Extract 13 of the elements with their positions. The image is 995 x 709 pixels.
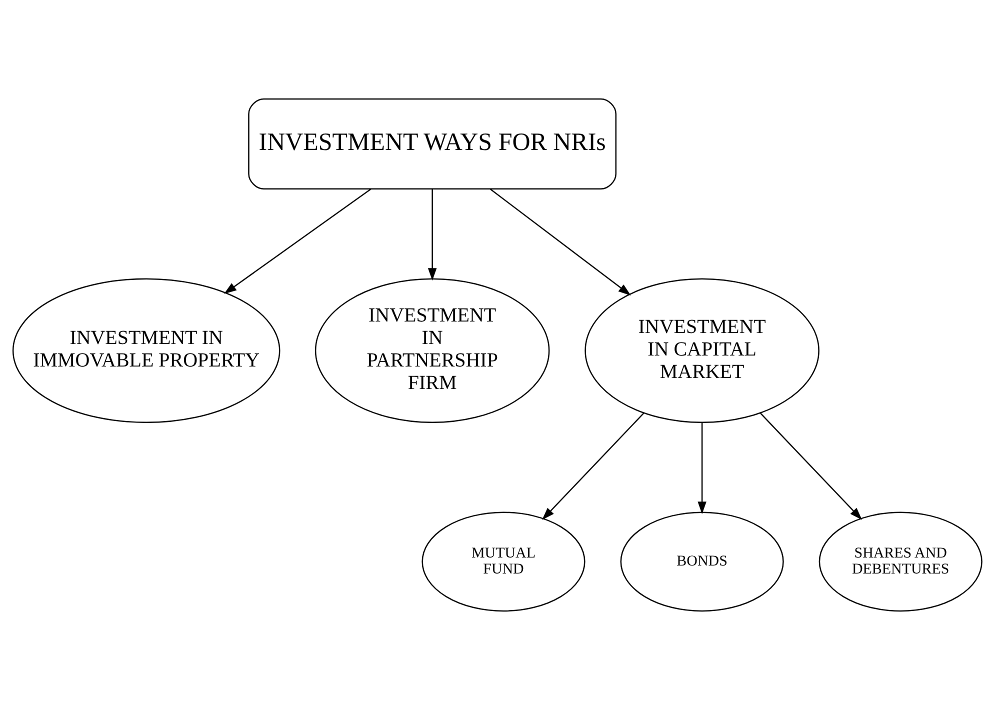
node-ellipse: MUTUAL FUND: [422, 511, 586, 612]
arrow: [698, 422, 706, 514]
arrow: [542, 412, 644, 520]
node-ellipse: SHARES AND DEBENTURES: [818, 511, 982, 612]
node-ellipse: INVESTMENT IN IMMOVABLE PROPERTY: [12, 278, 280, 423]
arrow: [224, 188, 372, 294]
node-ellipse: INVESTMENT IN CAPITAL MARKET: [584, 278, 820, 423]
arrow: [428, 188, 437, 280]
node-ellipse: BONDS: [620, 511, 784, 612]
arrow: [760, 412, 862, 520]
node-ellipse: INVESTMENT IN PARTNERSHIP FIRM: [314, 278, 550, 423]
node-box: INVESTMENT WAYS FOR NRIs: [248, 98, 617, 190]
arrow: [490, 188, 631, 295]
